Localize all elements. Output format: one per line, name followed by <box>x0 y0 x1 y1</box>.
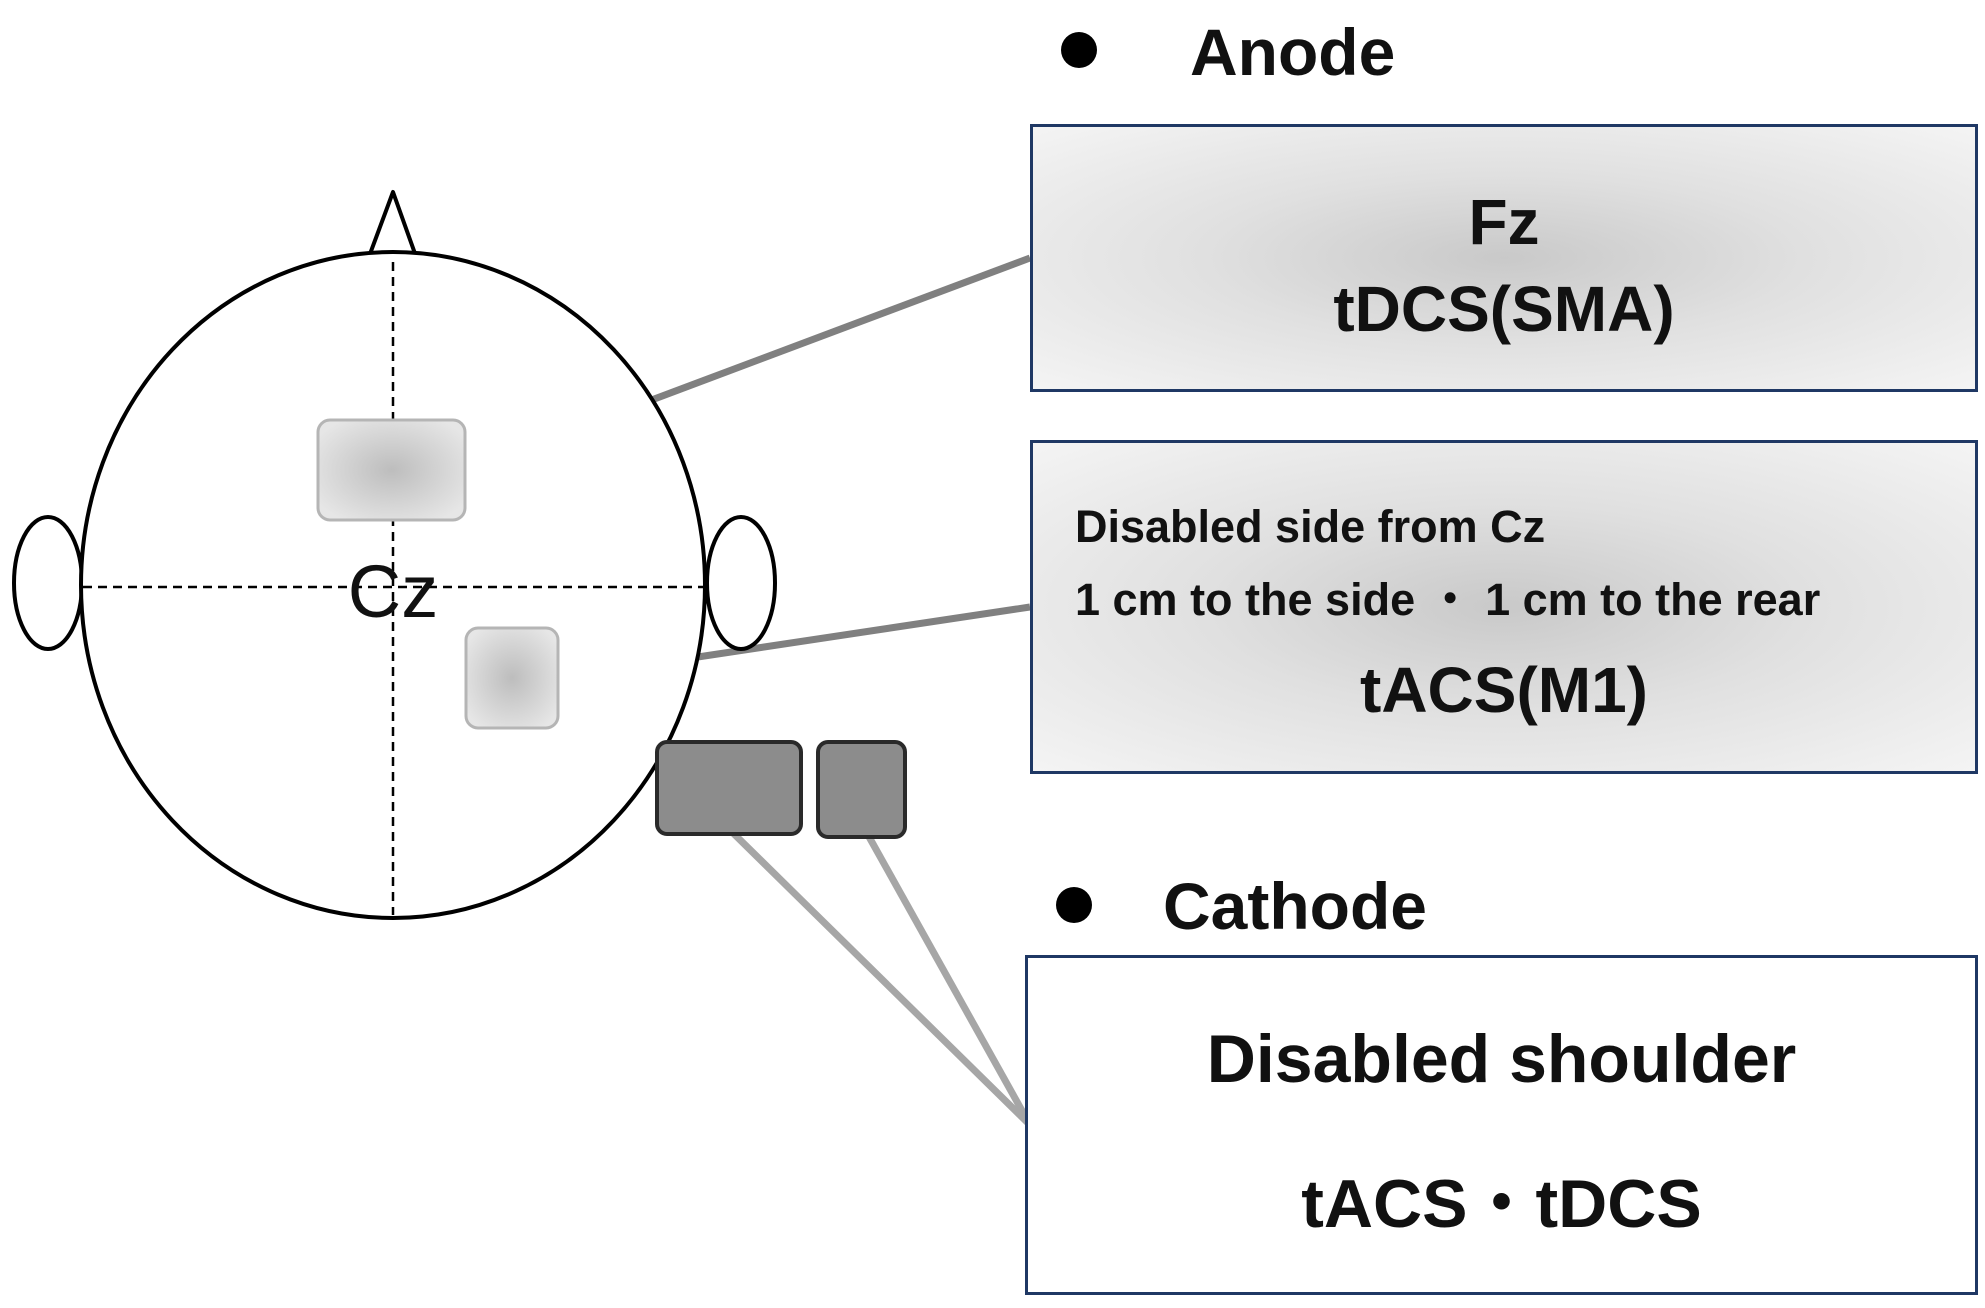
anode-pad-m1 <box>464 626 560 730</box>
anode-box-sma: Fz tDCS(SMA) <box>1030 124 1978 392</box>
anode-heading: Anode <box>1190 15 1396 89</box>
connector-line-shoulder-a <box>727 827 1033 1128</box>
anode-box-m1-method: tACS(M1) <box>1360 654 1648 726</box>
right-ear-icon <box>705 515 777 651</box>
cathode-box-shoulder: Disabled shoulder tACS・tDCS <box>1025 955 1978 1295</box>
anode-bullet-icon <box>1061 32 1097 68</box>
anode-box-sma-site: Fz <box>1468 186 1540 258</box>
left-ear-icon <box>12 515 84 651</box>
anode-box-m1-reference: Disabled side from Cz <box>1075 501 1546 552</box>
anode-pad-sma <box>316 418 467 522</box>
cathode-box-method: tACS・tDCS <box>1301 1166 1702 1242</box>
cz-label: Cz <box>348 550 438 633</box>
cathode-pad-large <box>655 740 803 836</box>
cathode-bullet-icon <box>1056 887 1092 923</box>
anode-box-sma-method: tDCS(SMA) <box>1333 273 1675 345</box>
cathode-pad-small <box>816 740 907 839</box>
cathode-heading: Cathode <box>1163 869 1427 943</box>
cathode-box-site: Disabled shoulder <box>1206 1021 1797 1097</box>
anode-box-m1-offset: 1 cm to the side ・ 1 cm to the rear <box>1075 574 1821 625</box>
anode-box-m1: Disabled side from Cz 1 cm to the side ・… <box>1030 440 1978 774</box>
connector-line-shoulder-b <box>864 833 1034 1127</box>
